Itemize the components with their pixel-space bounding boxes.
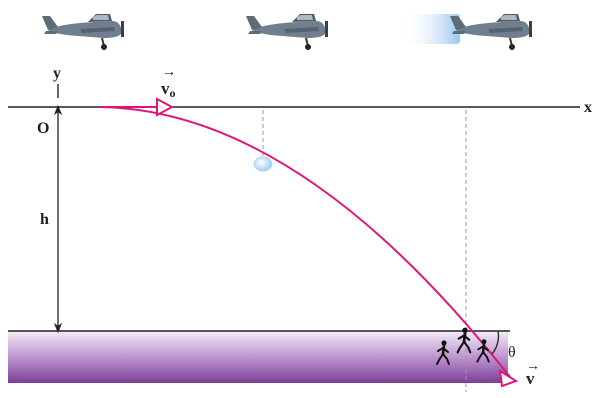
airplane-icon [245,13,329,51]
v0-subscript: o [170,86,176,100]
origin-label: O [37,120,49,137]
angle-label: θ [508,344,516,361]
motion-blur [402,14,460,44]
y-axis-label: y [53,65,61,82]
trajectory-curve [99,106,511,378]
final-velocity-arrowhead [498,369,519,388]
airplane-icon [41,13,125,51]
x-axis-label: x [584,99,592,116]
v0-main: v [161,79,170,98]
airplane-icon [449,13,533,51]
v-final-vector-arrow: → [526,359,540,374]
angle-arc [491,330,500,355]
v-final-label: v [526,369,535,388]
v0-label: vo [161,79,176,100]
falling-package-icon [253,156,273,172]
ground [8,331,508,383]
v0-vector-arrow: → [162,65,176,80]
initial-velocity-arrowhead [156,97,175,117]
height-label: h [40,211,49,228]
